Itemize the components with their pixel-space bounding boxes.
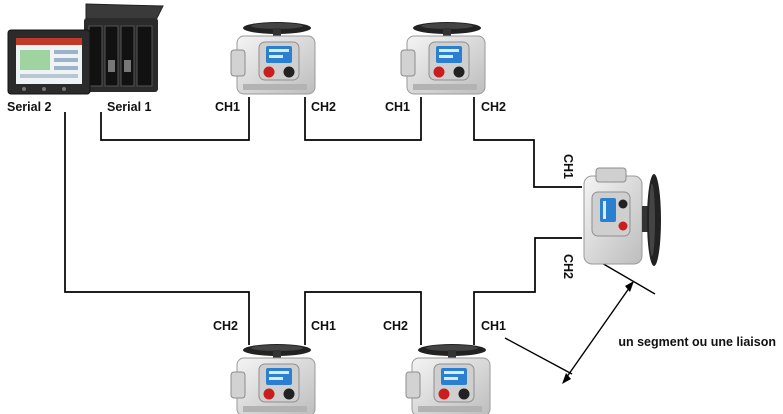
actuator-2 [400, 21, 486, 95]
actuator-3-ch1-label: CH1 [561, 154, 575, 179]
segment-annotation: un segment ou une liaison [618, 335, 776, 349]
wire-actuator-2-to-actuator-3 [473, 97, 582, 188]
segment-tick-bottom [504, 337, 573, 375]
actuator-4 [405, 343, 491, 414]
actuator-1 [230, 21, 316, 95]
wiring [64, 97, 582, 345]
wire-actuator-3-to-actuator-4 [473, 237, 582, 345]
controller-unit [7, 3, 164, 95]
actuator-5-ch1-label: CH1 [311, 319, 336, 333]
wire-serial1-to-actuator-1 [100, 97, 250, 141]
actuator-4-ch2-label: CH2 [383, 319, 408, 333]
wire-actuator-5-to-serial2 [64, 112, 250, 345]
arrowhead-top-icon [625, 281, 634, 292]
actuator-1-ch2-label: CH2 [311, 100, 336, 114]
actuator-3 [583, 167, 662, 267]
serial-2-label: Serial 2 [7, 100, 52, 114]
wire-actuator-4-to-actuator-5 [304, 291, 422, 345]
actuator-5-ch2-label: CH2 [213, 319, 238, 333]
wire-actuator-1-to-actuator-2 [304, 97, 422, 141]
actuator-2-ch1-label: CH1 [385, 100, 410, 114]
segment-marker [504, 254, 656, 384]
actuator-3-ch2-label: CH2 [561, 254, 575, 279]
actuator-5 [230, 343, 316, 414]
actuator-4-ch1-label: CH1 [481, 319, 506, 333]
actuator-1-ch1-label: CH1 [215, 100, 240, 114]
segment-arrow-line [563, 283, 633, 382]
serial-1-label: Serial 1 [107, 100, 152, 114]
arrowhead-bottom-icon [562, 373, 571, 384]
actuator-2-ch2-label: CH2 [481, 100, 506, 114]
